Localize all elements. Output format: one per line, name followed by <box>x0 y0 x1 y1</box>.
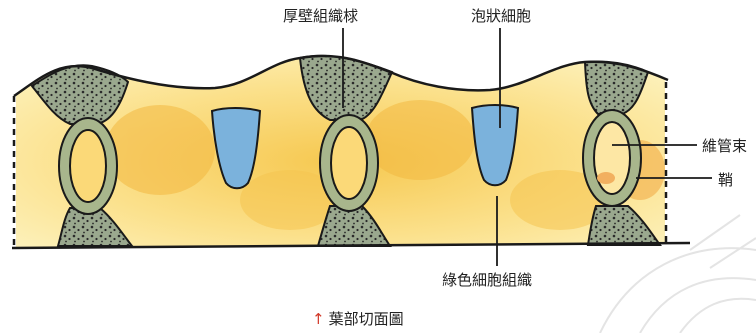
vascular-bundle-1 <box>70 130 106 202</box>
up-arrow-icon: ↑ <box>312 310 325 328</box>
label-sheath: 鞘 <box>718 173 733 188</box>
caption-text: 葉部切面圖 <box>329 310 404 328</box>
label-vascular-bundle: 維管束 <box>702 139 747 154</box>
label-bulliform-cell: 泡狀細胞 <box>471 9 531 24</box>
label-mesophyll: 綠色細胞組織 <box>442 273 532 288</box>
figure-caption: ↑葉部切面圖 <box>312 312 404 327</box>
label-thick-wall-tissue: 厚壁組織梂 <box>283 9 358 24</box>
vascular-bundle-3 <box>594 122 630 194</box>
vascular-bundle-2 <box>331 127 367 199</box>
